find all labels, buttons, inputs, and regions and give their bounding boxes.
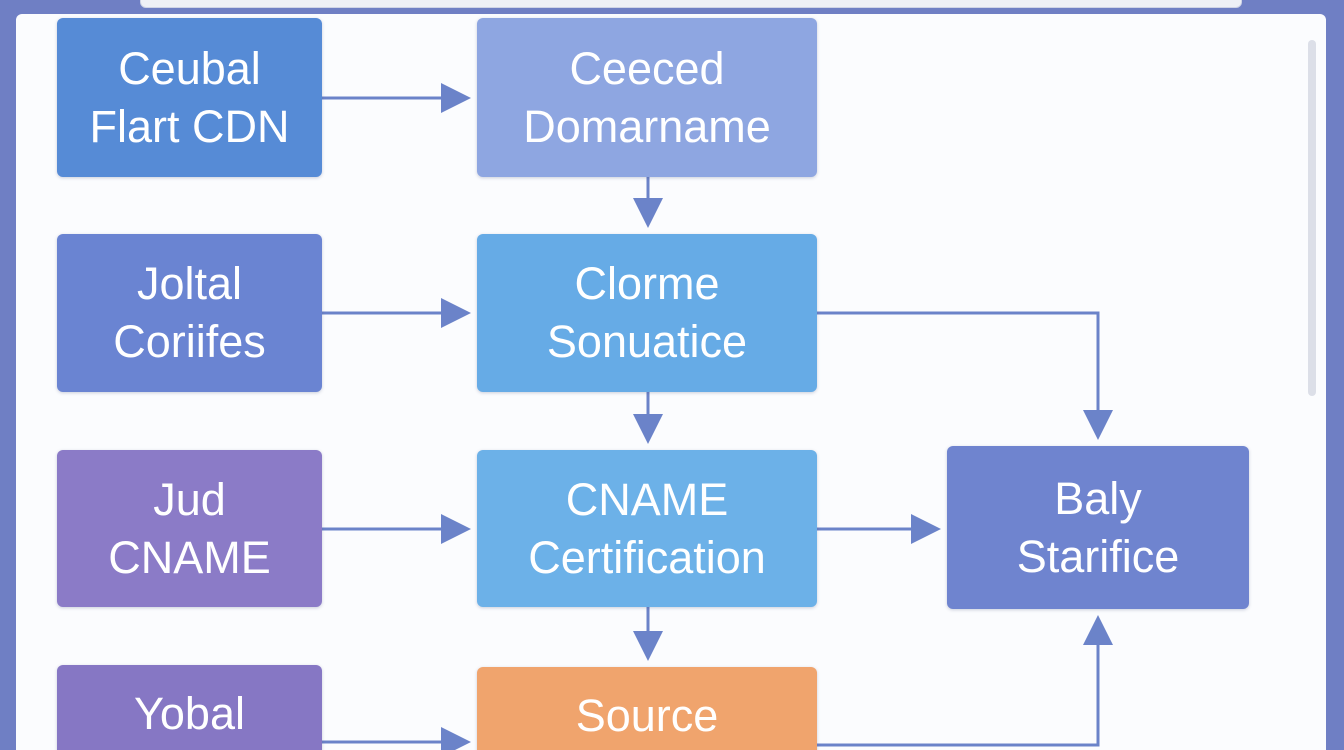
- edge-source-to-baly: [817, 615, 1113, 747]
- node-cname-certification[interactable]: CNAME Certification: [477, 450, 817, 607]
- vertical-scrollbar[interactable]: [1308, 40, 1316, 396]
- edge-clorme-to-baly: [817, 311, 1113, 440]
- node-clorme-sonuatice[interactable]: Clorme Sonuatice: [477, 234, 817, 392]
- node-label: Ceeced Domarname: [523, 42, 771, 152]
- node-ceeced-domarname[interactable]: Ceeced Domarname: [477, 18, 817, 177]
- node-jud-cname[interactable]: Jud CNAME: [57, 450, 322, 607]
- node-label: Source: [575, 690, 719, 741]
- node-label: CNAME Certification: [528, 473, 766, 583]
- top-toolbar: [140, 0, 1242, 8]
- node-label: Clorme Sonuatice: [546, 258, 748, 367]
- node-source[interactable]: Source: [477, 667, 817, 750]
- node-label: Joltal Coriifes: [113, 258, 266, 367]
- node-ceubal-flart-cdn[interactable]: Ceubal Flart CDN: [57, 18, 322, 177]
- node-baly-starifice[interactable]: Baly Starifice: [947, 446, 1249, 609]
- node-label: Yobal: [134, 688, 245, 739]
- node-joltal-coriifes[interactable]: Joltal Coriifes: [57, 234, 322, 392]
- node-label: Ceubal Flart CDN: [89, 42, 290, 152]
- node-label: Baly Starifice: [1016, 472, 1180, 582]
- node-yobal[interactable]: Yobal: [57, 665, 322, 750]
- node-label: Jud CNAME: [108, 473, 271, 583]
